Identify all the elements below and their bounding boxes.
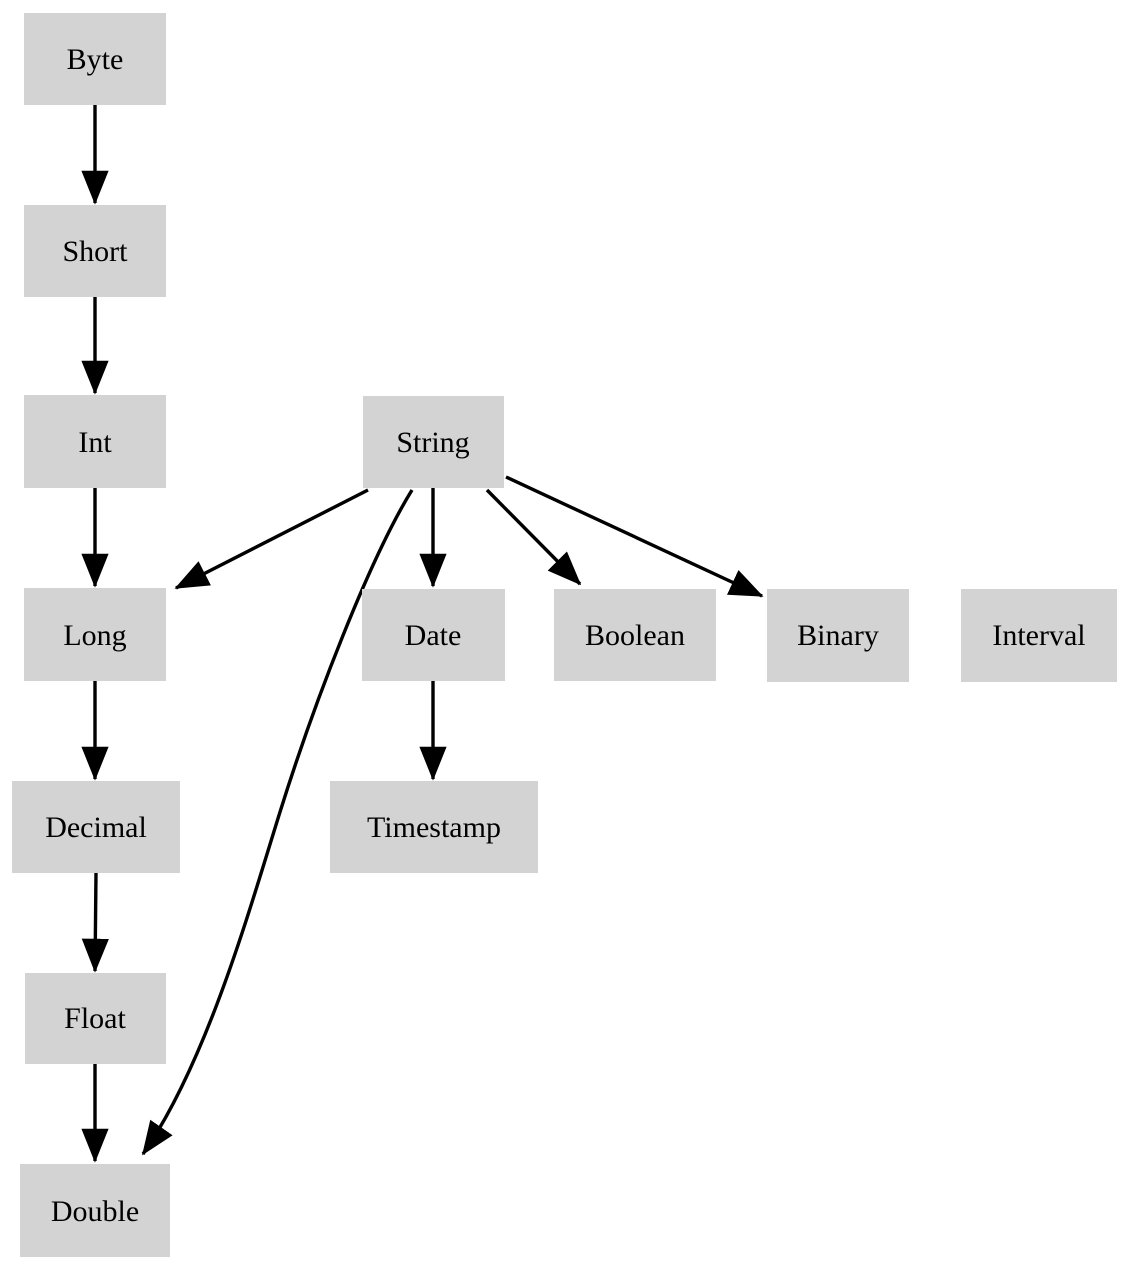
node-long: Long [24,588,166,681]
node-float: Float [25,973,166,1064]
node-string: String [363,396,504,488]
node-decimal-box [12,781,180,873]
edge-string-boolean [485,488,582,586]
node-int-box [24,395,166,488]
node-boolean: Boolean [554,589,716,681]
node-string-label: String [396,426,469,459]
node-short-label: Short [62,235,128,268]
node-byte: Byte [24,13,166,105]
node-float-label: Float [64,1002,126,1035]
edge-string-double [141,489,414,1156]
node-double: Double [20,1164,170,1257]
node-boolean-label: Boolean [585,619,685,652]
node-decimal-label: Decimal [45,811,147,844]
node-double-label: Double [51,1195,139,1228]
node-date-label: Date [405,619,462,652]
node-int: Int [24,395,166,488]
node-boolean-box [554,589,716,681]
edges [81,105,764,1163]
node-byte-box [24,13,166,105]
edge-decimal-float [81,872,109,973]
node-string-box [363,396,504,488]
node-binary-box [767,589,909,682]
node-short: Short [24,205,166,297]
node-timestamp: Timestamp [330,781,538,873]
node-long-box [24,588,166,681]
node-interval-label: Interval [992,619,1085,652]
node-long-label: Long [63,619,126,652]
edge-string-binary [505,475,764,598]
node-float-box [25,973,166,1064]
node-decimal: Decimal [12,781,180,873]
node-timestamp-box [330,781,538,873]
node-short-box [24,205,166,297]
node-interval-box [961,589,1117,682]
node-binary-label: Binary [797,619,879,652]
node-date-box [362,589,505,681]
node-binary: Binary [767,589,909,682]
node-interval: Interval [961,589,1117,682]
node-double-box [20,1164,170,1257]
node-date: Date [362,589,505,681]
node-int-label: Int [78,426,112,459]
edge-string-long [174,488,369,590]
node-byte-label: Byte [67,43,124,76]
node-timestamp-label: Timestamp [367,811,501,844]
